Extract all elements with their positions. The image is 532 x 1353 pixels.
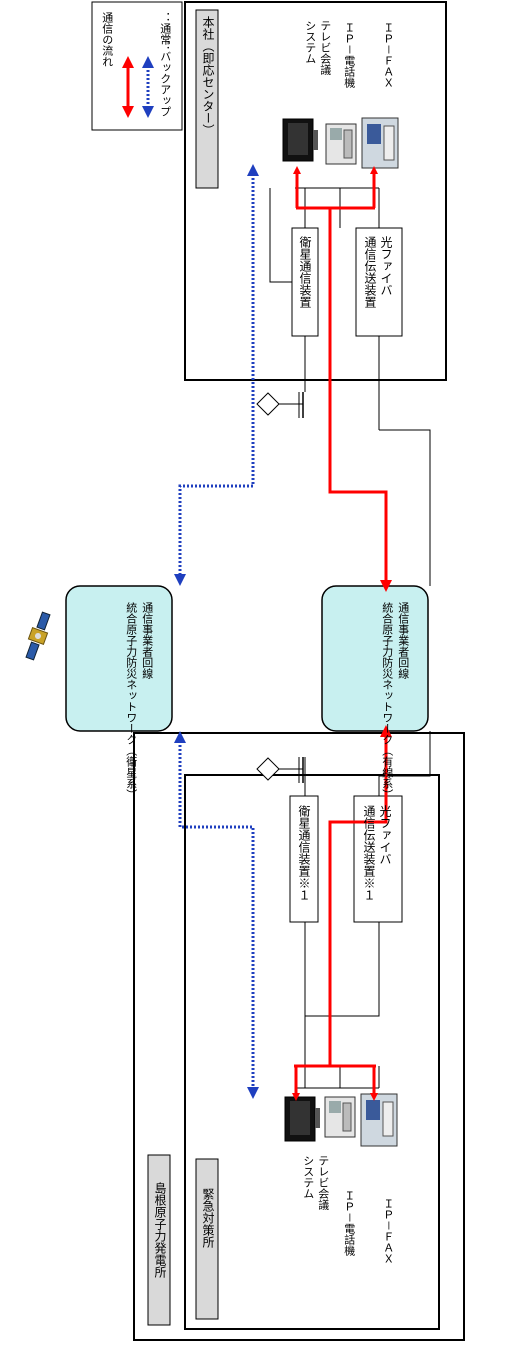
plant-tv-conference-icon [285, 1097, 320, 1141]
hq-tv-label-1: テレビ会議 [318, 20, 332, 75]
hq-tv-conference-icon [283, 119, 318, 161]
plant-outer-label: 島根原子力発電所 [152, 1182, 167, 1278]
wired-network-sub: 通信事業者回線 [396, 602, 410, 679]
hq-fiber-device-label-2: 通信伝送装置 [362, 236, 377, 308]
plant-tv-label-1: テレビ会議 [316, 1155, 330, 1210]
plant-ip-fax-icon [361, 1094, 397, 1146]
plant-ip-fax-label: ＩＰ－ＦＡＸ [381, 1198, 395, 1264]
hq-tv-label-2: システム [303, 20, 317, 64]
satellite-icon [22, 611, 53, 662]
wired-network-box [322, 586, 428, 731]
plant-ip-phone-icon [325, 1097, 355, 1137]
satellite-network-sub: 通信事業者回線 [140, 602, 154, 679]
plant-tv-label-2: システム [301, 1155, 315, 1199]
plant-fiber-device-label-1: 光ファイバ [377, 805, 392, 865]
plant-inner-label: 緊急対策所 [200, 1188, 215, 1248]
hq-antenna-icon [257, 392, 303, 418]
wired-network-label: 統合原子力防災ネットワーク（有線系） [380, 602, 394, 800]
satellite-network-label: 統合原子力防災ネットワーク（衛星系） [124, 602, 138, 800]
hq-ip-phone-icon [326, 124, 356, 164]
hq-ip-fax-label: ＩＰ－ＦＡＸ [381, 22, 395, 88]
hq-ip-fax-icon [362, 118, 398, 168]
plant-satellite-device-label: 衛星通信装置※１ [296, 805, 311, 901]
plant-fiber-device-label-2: 通信伝送装置※１ [361, 805, 376, 901]
hq-fiber-device-label-1: 光ファイバ [378, 236, 393, 296]
satellite-network-box [66, 586, 172, 731]
plant-ip-phone-label: ＩＰ－電話機 [342, 1190, 356, 1256]
legend-backup-label: ：バックアップ [158, 40, 172, 117]
hq-ip-phone-label: ＩＰ－電話機 [342, 22, 356, 88]
hq-label: 本社（即応センター） [200, 16, 215, 136]
legend-title: 通信の流れ [100, 12, 114, 67]
hq-satellite-device-label: 衛星通信装置 [297, 236, 312, 308]
